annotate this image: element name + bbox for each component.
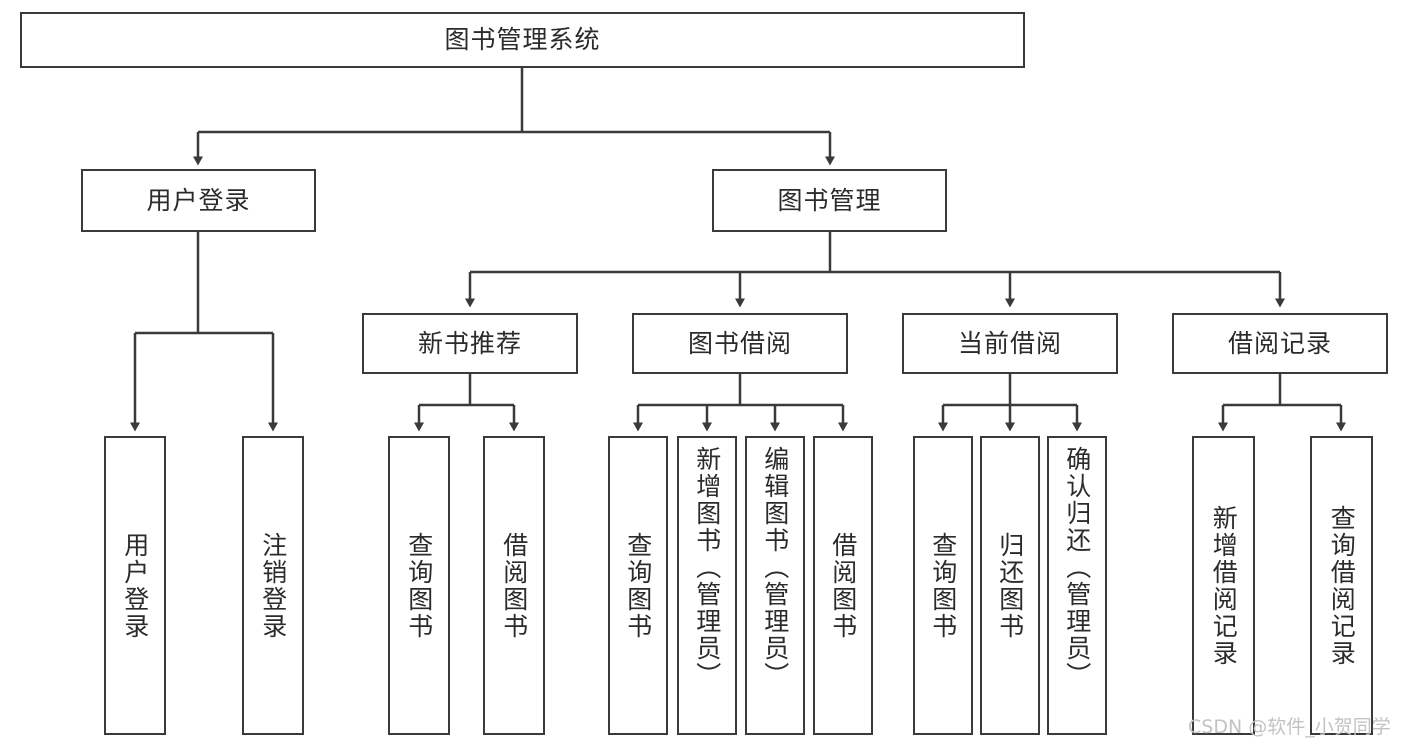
node-leaf-cb-confirm-return[interactable]: 确认归还（管理员） xyxy=(1047,436,1107,735)
node-user-login[interactable]: 用户登录 xyxy=(81,169,316,232)
node-leaf-logout[interactable]: 注销登录 xyxy=(242,436,304,735)
csdn-watermark: CSDN @软件_小贺同学 xyxy=(1188,716,1391,738)
node-book-manage[interactable]: 图书管理 xyxy=(712,169,947,232)
node-leaf-bb-edit-book[interactable]: 编辑图书（管理员） xyxy=(745,436,805,735)
node-new-book-recommend[interactable]: 新书推荐 xyxy=(362,313,578,374)
node-current-borrow[interactable]: 当前借阅 xyxy=(902,313,1118,374)
node-root[interactable]: 图书管理系统 xyxy=(20,12,1025,68)
node-leaf-user-login[interactable]: 用户登录 xyxy=(104,436,166,735)
node-leaf-rec-borrow-book[interactable]: 借阅图书 xyxy=(483,436,545,735)
node-book-borrow[interactable]: 图书借阅 xyxy=(632,313,848,374)
node-leaf-bb-borrow-book[interactable]: 借阅图书 xyxy=(813,436,873,735)
node-leaf-rec-query-book[interactable]: 查询图书 xyxy=(388,436,450,735)
node-leaf-br-query-record[interactable]: 查询借阅记录 xyxy=(1310,436,1373,735)
node-leaf-bb-add-book[interactable]: 新增图书（管理员） xyxy=(677,436,737,735)
node-leaf-bb-query-book[interactable]: 查询图书 xyxy=(608,436,668,735)
node-leaf-cb-return-book[interactable]: 归还图书 xyxy=(980,436,1040,735)
node-leaf-br-add-record[interactable]: 新增借阅记录 xyxy=(1192,436,1255,735)
node-borrow-record[interactable]: 借阅记录 xyxy=(1172,313,1388,374)
node-leaf-cb-query-book[interactable]: 查询图书 xyxy=(913,436,973,735)
